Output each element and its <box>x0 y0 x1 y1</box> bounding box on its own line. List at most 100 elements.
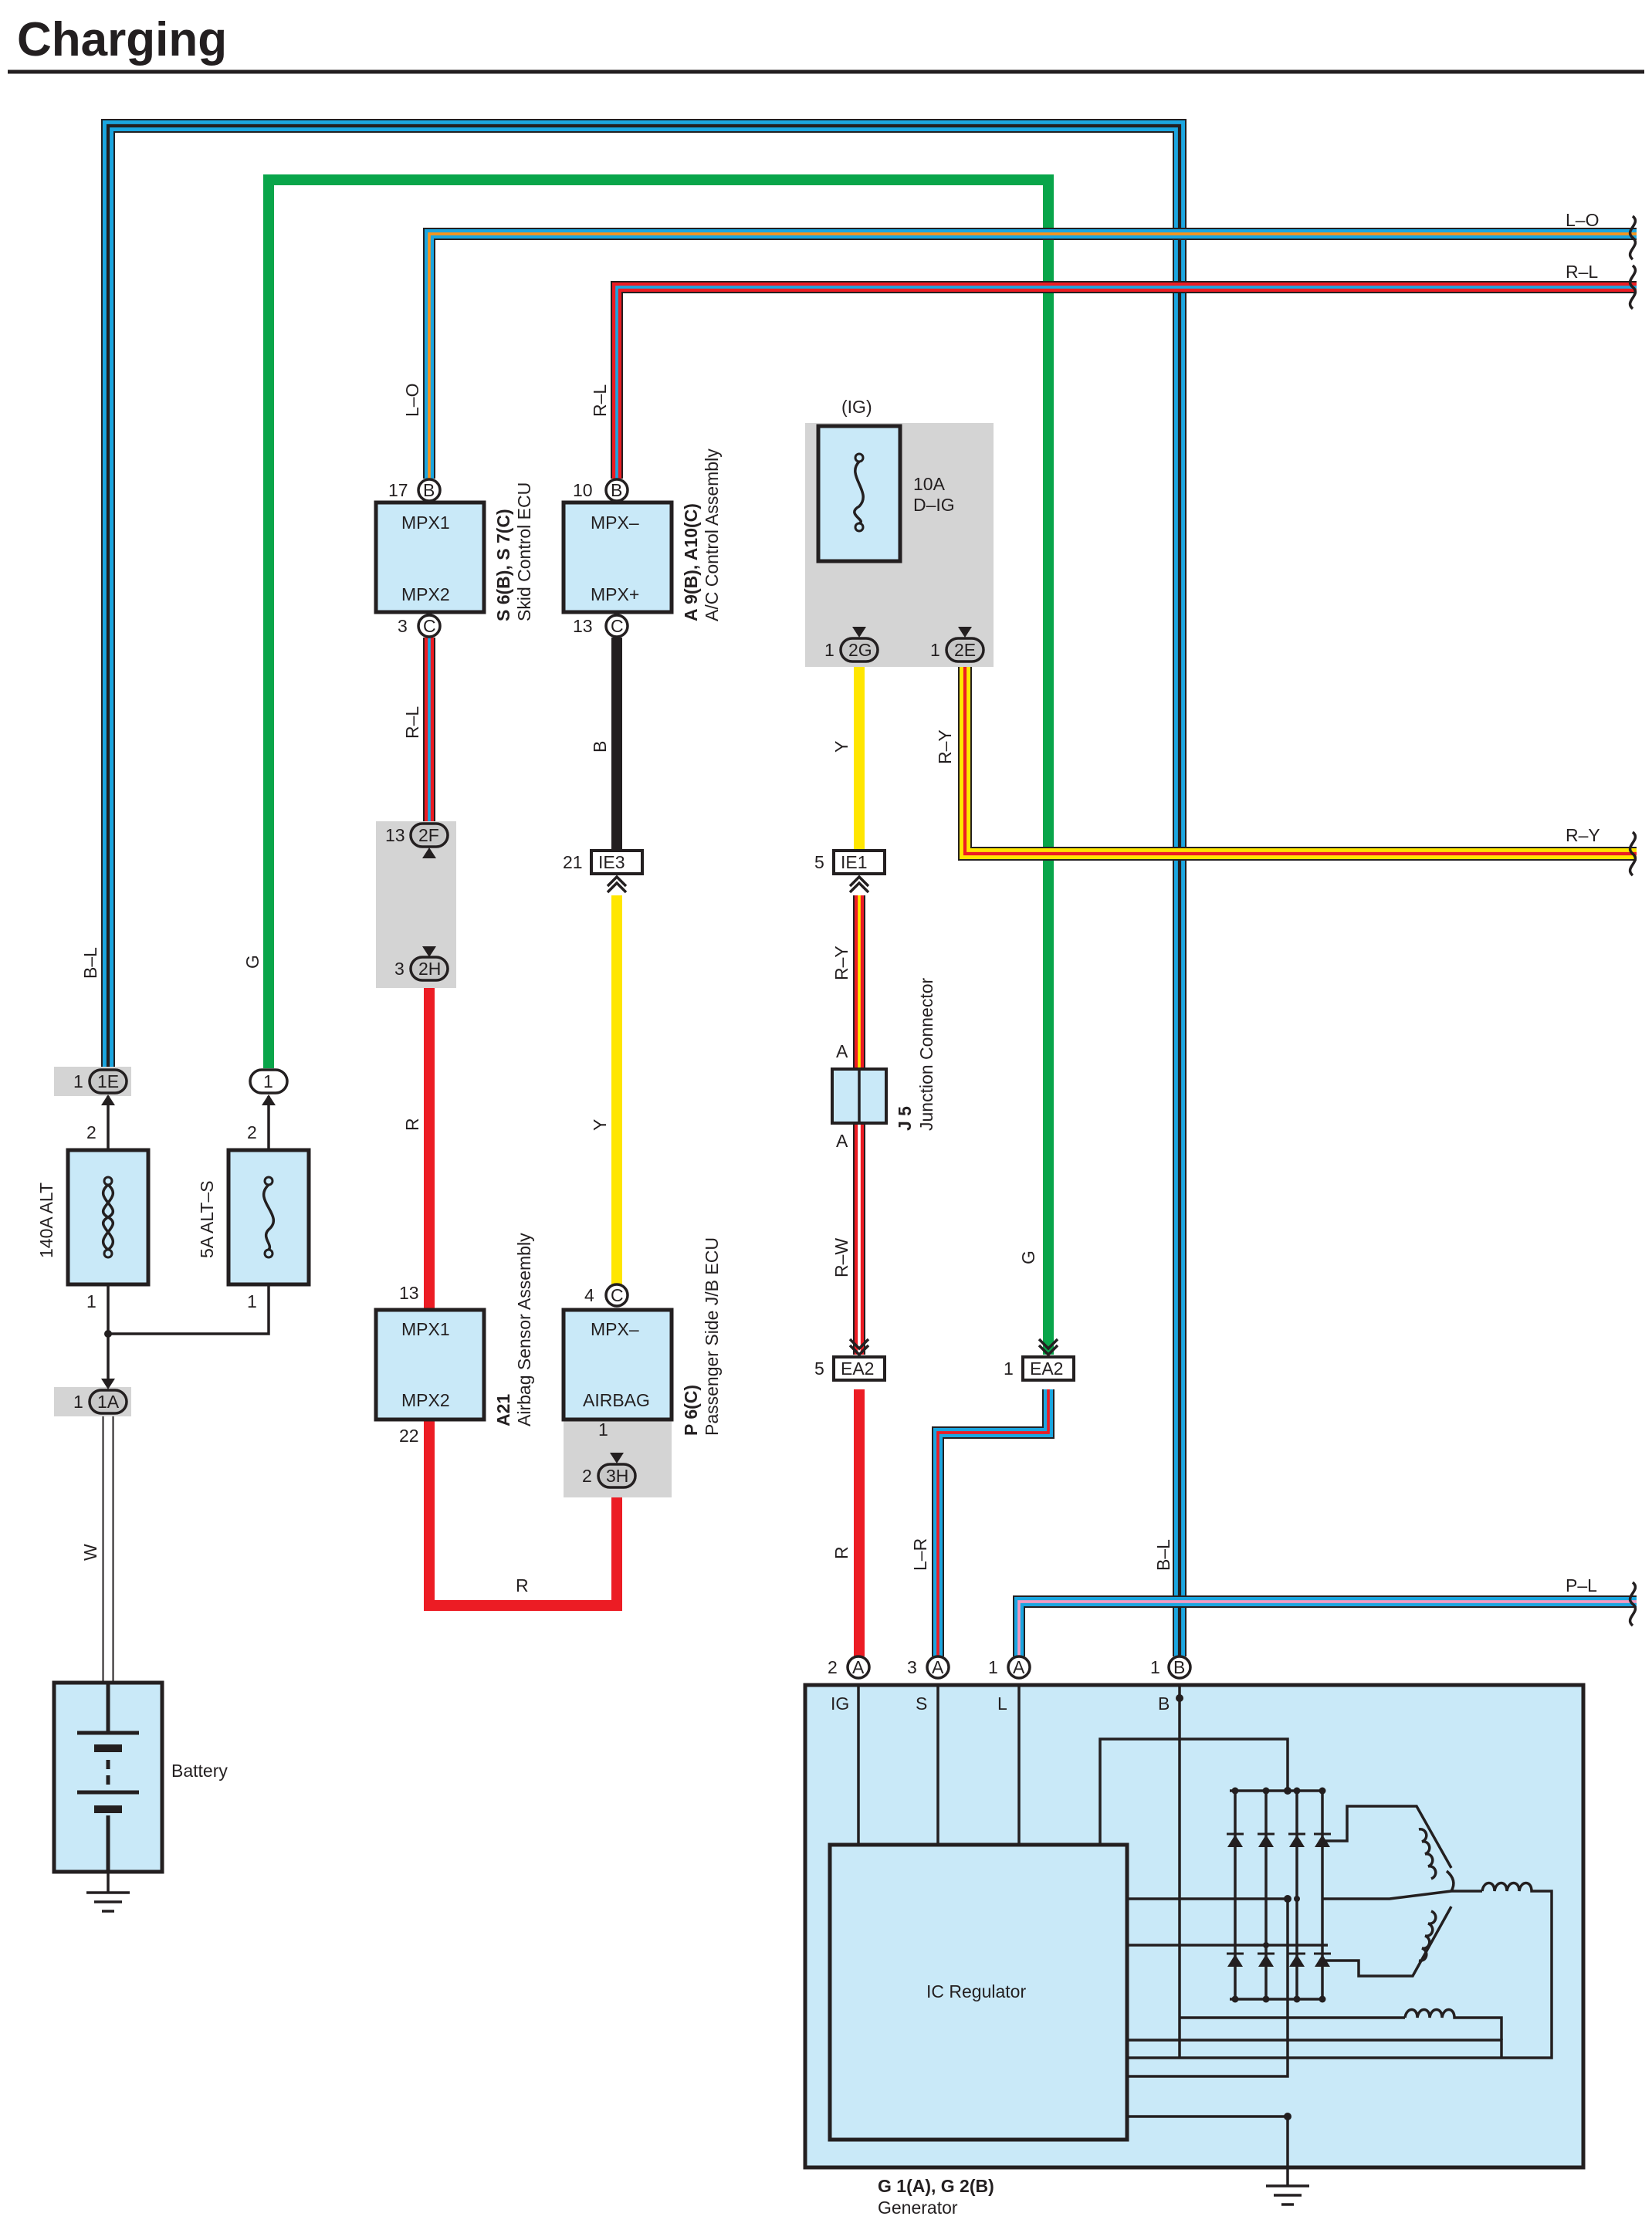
ic-regulator-label: IC Regulator <box>926 1981 1026 2001</box>
wire-label-r-bottom: R <box>516 1575 529 1595</box>
j5-term-a2: A <box>836 1131 848 1151</box>
connector-2h-code: 2H <box>418 959 441 979</box>
chevron-ea2-1 <box>1038 1338 1059 1357</box>
j5-term-a1: A <box>836 1041 848 1061</box>
fuse-5a-alts: 5A ALT–S 2 1 <box>197 1122 311 1311</box>
right-wire-ry: R–Y <box>1566 825 1600 845</box>
node <box>1284 1895 1291 1903</box>
gen-pin-ig-conn: A <box>852 1657 865 1677</box>
fuse-5a-name: 5A ALT–S <box>197 1180 217 1258</box>
gen-pin-l-num: 1 <box>988 1657 998 1677</box>
generator-ground-icon <box>1266 2167 1309 2206</box>
wire-label-w-batt: W <box>80 1544 100 1561</box>
pjb-pin-top: 4 <box>584 1285 594 1305</box>
wire-label-ry-j5: R–Y <box>831 946 851 980</box>
skid-pin-bottom-conn: C <box>423 616 436 636</box>
wire-label-ry-2e: R–Y <box>935 729 955 764</box>
fuse-dig-rating: 10A <box>913 474 946 494</box>
gen-term-ig: IG <box>831 1693 849 1714</box>
gen-pin-s-conn: A <box>932 1657 944 1677</box>
wire-label-rw-j5: R–W <box>831 1238 851 1277</box>
fuse-dig-supply: (IG) <box>841 397 872 417</box>
connector-1a: 1A 1 <box>73 1389 128 1415</box>
chevron-ie3 <box>606 875 628 894</box>
rectifier-node <box>1319 1787 1326 1795</box>
continuation-marks <box>1628 215 1637 1627</box>
right-wire-pl: P–L <box>1566 1575 1597 1595</box>
battery-label: Battery <box>171 1761 228 1781</box>
wire-label-g-ea2: G <box>1018 1250 1038 1264</box>
wire-label-rl-skid: R–L <box>402 706 422 739</box>
connector-3h: 3H2 <box>582 1463 637 1489</box>
j5-code: J 5 <box>895 1106 915 1131</box>
wire-label-g-left: G <box>242 955 262 969</box>
connector-ea2-5-code: EA2 <box>841 1358 874 1379</box>
connector-2f: 2F 13 <box>385 822 449 848</box>
stator-coil-icon <box>1418 1828 1553 1994</box>
fuse-dig-name: D–IG <box>913 495 955 515</box>
wire-labels: B–L G L–O R–L R–L B Y R R Y R–Y R–Y R–W … <box>80 210 1600 1595</box>
generator-code: G 1(A), G 2(B) <box>878 2176 994 2196</box>
gen-term-l: L <box>997 1693 1007 1714</box>
wire-pl <box>1013 1595 1637 1656</box>
wire-alts-join <box>108 1284 270 1335</box>
connector-1a-pin: 1 <box>73 1392 83 1412</box>
chevron-ie1 <box>848 875 870 894</box>
connector-ea2-1-pin: 1 <box>1004 1358 1014 1379</box>
generator: IC Regulator <box>803 1655 1586 2218</box>
passenger-jb-ecu: MPX– AIRBAG 4 C P 6(C) Passenger Side J/… <box>561 1237 722 1436</box>
skid-control-ecu: MPX1 MPX2 17 B 3 C S 6(B), S 7(C) Skid C… <box>374 478 534 638</box>
wire-label-bl-gen: B–L <box>1153 1539 1173 1571</box>
connector-2f-pin: 13 <box>385 825 405 845</box>
connector-ea2-1-code: EA2 <box>1030 1358 1063 1379</box>
diode-icon <box>1258 1954 1274 1967</box>
wires <box>101 119 1637 1683</box>
ac-term-top: MPX– <box>591 513 639 533</box>
connector-2f-code: 2F <box>418 825 439 845</box>
arrow-1a <box>101 1379 115 1389</box>
rectifier-node <box>1293 1787 1301 1795</box>
connector-ea2-5-pin: 5 <box>814 1358 824 1379</box>
connector-3h-pin: 2 <box>582 1466 592 1486</box>
connector-3h-pin-top: 1 <box>598 1419 608 1440</box>
gen-pin-b-conn: B <box>1173 1657 1185 1677</box>
skid-name: Skid Control ECU <box>514 482 534 621</box>
pjb-code: P 6(C) <box>681 1385 701 1436</box>
gen-term-b: B <box>1158 1693 1170 1714</box>
ac-pin-top-conn: B <box>611 480 622 500</box>
arrow-2g <box>852 627 866 638</box>
gen-pin-ig-num: 2 <box>828 1657 838 1677</box>
connector-ie3-code: IE3 <box>598 852 625 872</box>
wire-label-y-ie3: Y <box>590 1119 610 1131</box>
diode-icon <box>1227 1954 1243 1967</box>
arrow-2f <box>422 848 436 858</box>
pjb-term-bottom: AIRBAG <box>583 1390 650 1410</box>
pjb-pin-top-conn: C <box>611 1285 624 1305</box>
wire-g-main <box>263 174 1054 1355</box>
airbag-pin-bottom: 22 <box>399 1426 419 1446</box>
skid-term-bottom: MPX2 <box>401 584 450 604</box>
right-wire-lo: L–O <box>1566 210 1599 230</box>
wire-label-lr-gen: L–R <box>910 1538 930 1571</box>
generator-name: Generator <box>878 2198 958 2218</box>
wire-label-bl-top: B–L <box>80 947 100 979</box>
fuse-140a-pin-out: 1 <box>86 1291 96 1311</box>
connector-1a-code: 1A <box>97 1392 120 1412</box>
ac-code: A 9(B), A10(C) <box>681 503 701 621</box>
airbag-term-bottom: MPX2 <box>401 1390 450 1410</box>
ac-pin-bottom: 13 <box>573 616 593 636</box>
airbag-name: Airbag Sensor Assembly <box>514 1233 534 1426</box>
rectifier-node <box>1262 1995 1270 2003</box>
gen-pin-l-conn: A <box>1013 1657 1025 1677</box>
battery-ground-icon <box>86 1872 130 1913</box>
connector-2e-code: 2E <box>954 640 976 660</box>
skid-pin-top-conn: B <box>423 480 435 500</box>
ac-control-assembly: MPX– MPX+ 10 B 13 C A 9(B), A10(C) A/C C… <box>561 448 722 638</box>
splice-fuses <box>104 1330 112 1338</box>
node <box>1294 1896 1300 1902</box>
ac-pin-top: 10 <box>573 480 593 500</box>
battery: Battery <box>52 1680 228 1913</box>
diode-icon <box>1289 1835 1305 1847</box>
wire-label-r-gen: R <box>831 1546 851 1559</box>
